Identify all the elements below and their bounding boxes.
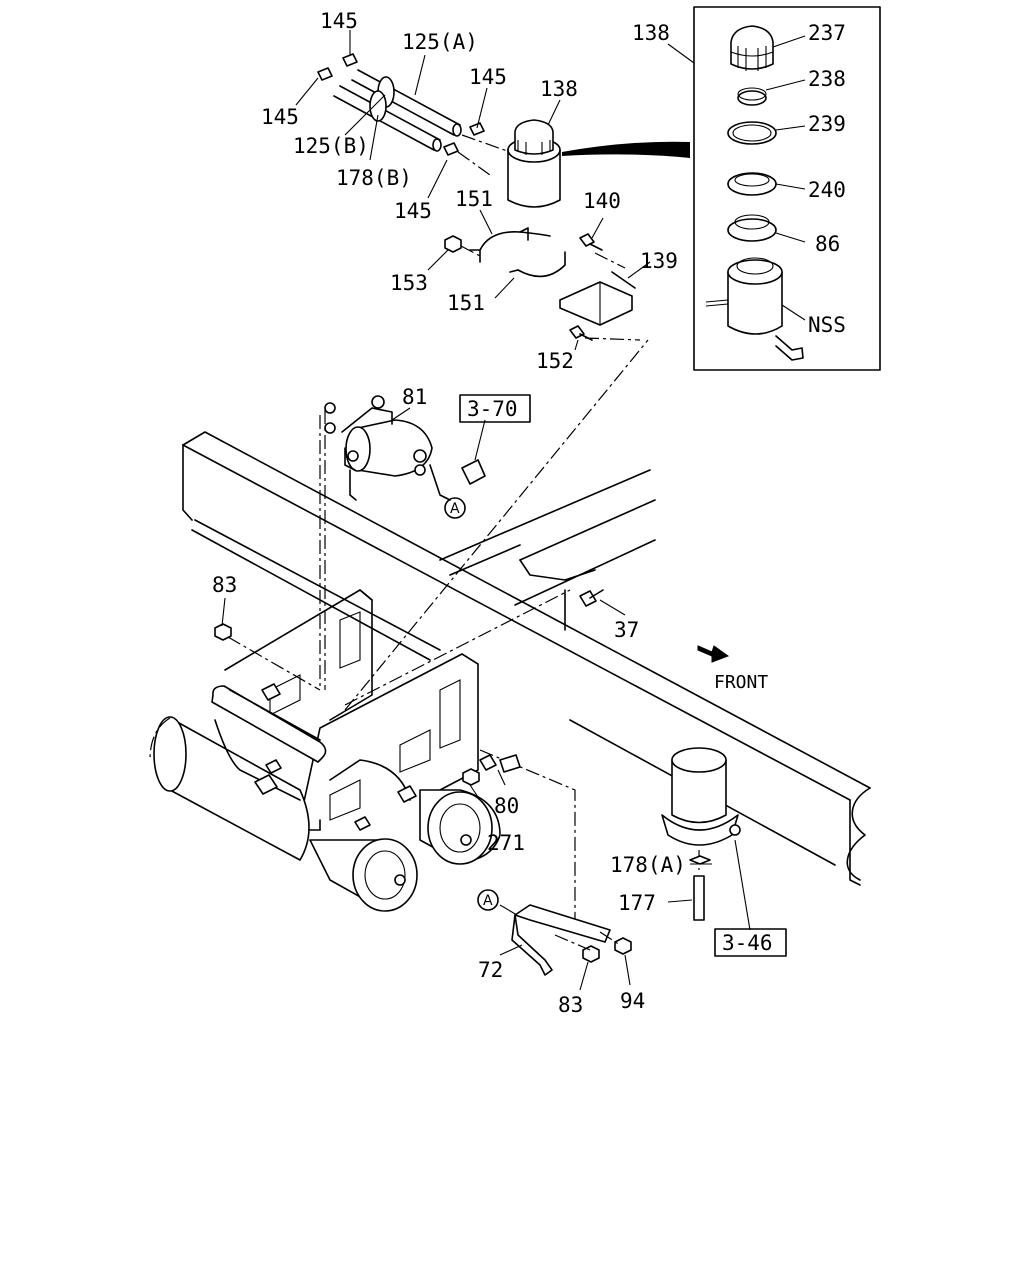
fasteners — [214, 589, 604, 801]
ref-3-70-text: 3-70 — [467, 397, 518, 421]
label-125b: 125(B) — [293, 134, 369, 158]
label-151: 151 — [447, 291, 485, 315]
label-178a: 178(A) — [610, 853, 686, 877]
label-138: 138 — [632, 21, 670, 45]
ref-box-3-46[interactable]: 3-46 — [714, 928, 787, 957]
reservoir-assembly — [317, 53, 690, 341]
label-145: 145 — [320, 9, 358, 33]
marker-a-upper: A — [444, 497, 466, 519]
label-271: 271 — [487, 831, 525, 855]
label-240: 240 — [808, 178, 846, 202]
bracket-72 — [499, 904, 632, 976]
label-72: 72 — [478, 958, 503, 982]
svg-text:A: A — [450, 501, 460, 517]
label-145: 145 — [394, 199, 432, 223]
label-177: 177 — [618, 891, 656, 915]
ref-box-3-70[interactable]: 3-70 — [459, 394, 531, 423]
label-239: 239 — [808, 112, 846, 136]
label-140: 140 — [583, 189, 621, 213]
part-labels: 145 125(A) 145 145 125(B) 178(B) 145 138… — [212, 9, 846, 1017]
label-81: 81 — [402, 385, 427, 409]
label-145: 145 — [261, 105, 299, 129]
label-152: 152 — [536, 349, 574, 373]
label-83: 83 — [558, 993, 583, 1017]
label-nss: NSS — [808, 313, 846, 337]
svg-text:A: A — [483, 893, 493, 909]
front-label: FRONT — [714, 672, 768, 693]
inset-box — [667, 6, 881, 371]
label-237: 237 — [808, 21, 846, 45]
ref-3-46-text: 3-46 — [722, 931, 773, 955]
label-139: 139 — [640, 249, 678, 273]
label-83: 83 — [212, 573, 237, 597]
label-138: 138 — [540, 77, 578, 101]
marker-a-lower: A — [477, 889, 499, 911]
label-153: 153 — [390, 271, 428, 295]
label-238: 238 — [808, 67, 846, 91]
leader-lines — [221, 30, 712, 991]
label-151: 151 — [455, 187, 493, 211]
label-125a: 125(A) — [402, 30, 478, 54]
label-37: 37 — [614, 618, 639, 642]
valve-81 — [319, 395, 486, 690]
label-86: 86 — [815, 232, 840, 256]
tank-assembly — [149, 339, 649, 935]
label-80: 80 — [494, 794, 519, 818]
label-178b: 178(B) — [336, 166, 412, 190]
label-145: 145 — [469, 65, 507, 89]
front-arrow-icon — [697, 645, 730, 663]
label-94: 94 — [620, 989, 645, 1013]
air-dryer — [661, 747, 751, 931]
